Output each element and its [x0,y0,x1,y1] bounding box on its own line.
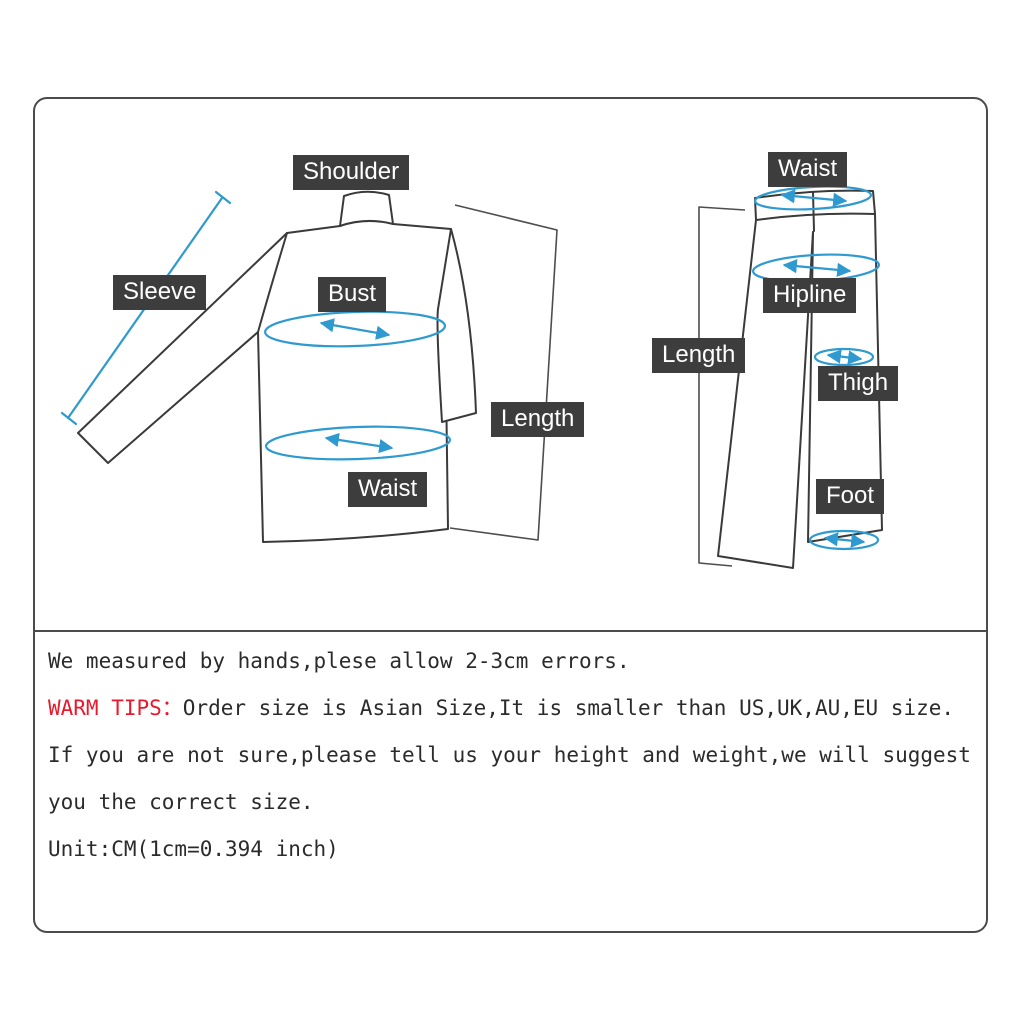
note-measurement-error: We measured by hands,plese allow 2-3cm e… [48,649,630,673]
bust-measure-ellipse [263,310,447,348]
pants-left-leg [717,219,814,569]
label-hipline: Hipline [763,278,857,313]
foot-arrows [823,532,866,548]
shirt-drawing [60,190,558,543]
pants-drawing [698,185,883,569]
thigh-arrows [826,349,863,365]
label-sleeve: Sleeve [113,275,207,310]
chart-border-frame [33,97,988,933]
bust-arrows [319,318,391,340]
pants-waistband [754,189,876,221]
garment-diagrams [60,185,883,569]
shirt-waist-arrows [324,432,394,454]
label-pants-waist: Waist [768,152,848,187]
label-shoulder: Shoulder [293,155,410,190]
notes-section: We measured by hands,plese allow 2-3cm e… [48,648,978,883]
label-bust: Bust [318,277,387,312]
shirt-length-line [449,204,558,541]
shirt-armhole-seam [257,232,288,333]
hipline-arrows [782,259,852,277]
warm-tips-label: WARM TIPS： [48,696,183,720]
label-foot: Foot [816,479,885,514]
sleeve-measure-tick-top [214,190,232,205]
shirt-waist-measure-ellipse [264,425,452,461]
label-thigh: Thigh [818,366,899,401]
foot-ellipse [808,529,880,551]
thigh-ellipse [813,347,875,367]
shirt-collar [339,190,394,227]
warm-tips-text: Order size is Asian Size,It is smaller t… [182,696,955,720]
sleeve-measure-tick-bottom [60,411,78,426]
note-warm-tips: WARM TIPS：Order size is Asian Size,It is… [48,695,978,721]
note-size-advice-1: If you are not sure,please tell us your … [48,743,971,767]
note-size-advice-2: you the correct size. [48,790,314,814]
note-unit: Unit:CM(1cm=0.394 inch) [48,837,339,861]
pants-waist-ellipse [753,185,873,211]
pants-waist-arrows [780,189,848,207]
label-shirt-waist: Waist [348,472,428,507]
section-divider [35,630,986,632]
shirt-right-sleeve [436,228,477,423]
label-pants-length: Length [652,338,746,373]
label-shirt-length: Length [491,402,585,437]
pants-length-line [698,206,746,567]
